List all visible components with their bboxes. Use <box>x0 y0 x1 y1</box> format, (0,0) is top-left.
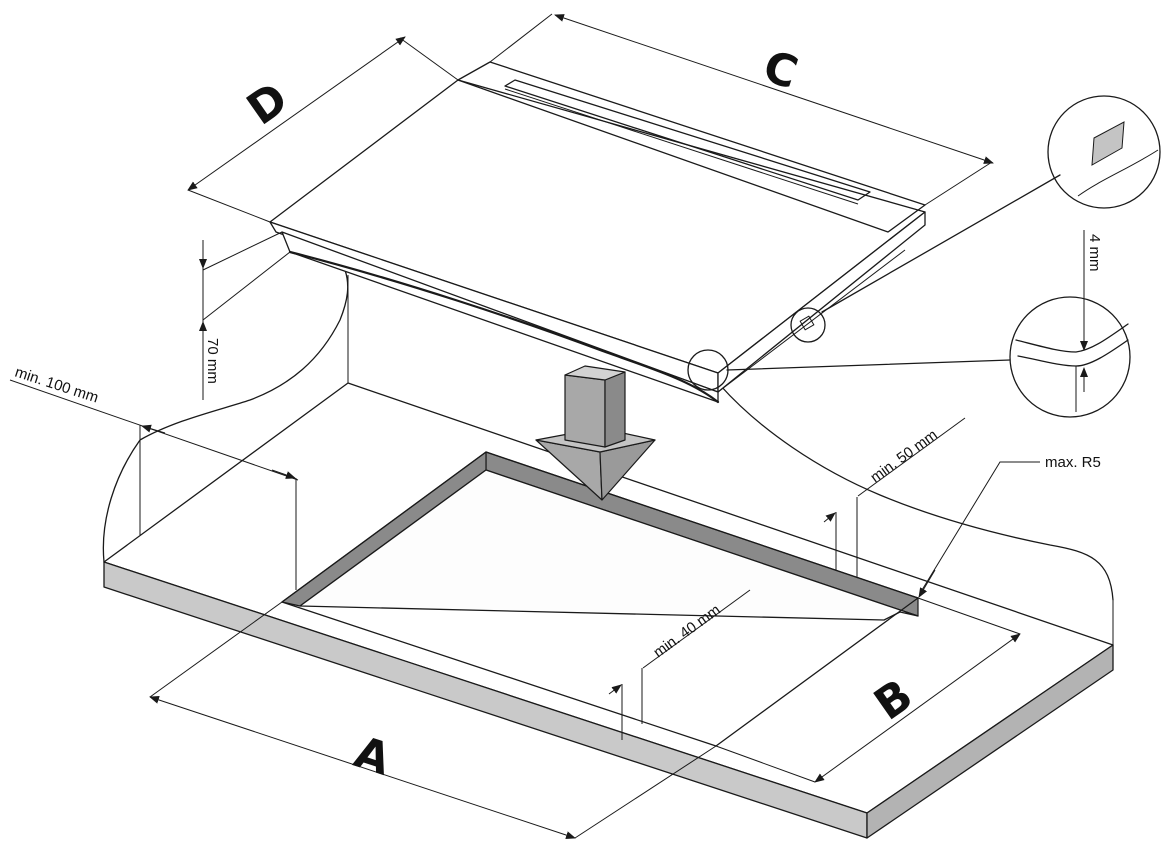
dimension-a-extension-2 <box>574 745 717 839</box>
arrow-shaft-side <box>604 371 626 448</box>
dimension-d-label: D <box>238 73 297 136</box>
dimension-c-extension-1 <box>489 13 553 63</box>
cutout <box>281 451 919 747</box>
height-label: 70 mm <box>204 338 221 384</box>
height-ref-top <box>202 231 283 271</box>
arrow-shaft-top <box>564 365 626 381</box>
corner-radius-callout: max. R5 <box>918 454 1101 598</box>
detail-circle-marker-source <box>790 307 826 343</box>
side-clearance-label: min. 50 mm <box>867 426 940 486</box>
worktop-cutaway-outline <box>102 269 1114 601</box>
dimension-c-line <box>554 14 994 164</box>
cutout-floor <box>299 469 919 621</box>
dimension-c-extension-2 <box>924 161 993 206</box>
rear-clearance-leader <box>642 589 751 669</box>
dimension-d-extension-1 <box>187 189 271 223</box>
dimension-a-line <box>149 696 576 839</box>
hob <box>269 61 926 404</box>
dimension-b-line <box>814 633 1021 783</box>
dimension-d-line <box>187 36 406 191</box>
dimension-b-extension-1 <box>917 597 1021 635</box>
hob-edge-marker <box>799 315 815 331</box>
height-ref-bottom <box>202 251 291 321</box>
dimension-d-extension-2 <box>399 37 459 81</box>
hob-glass-right-edge <box>717 211 926 393</box>
dimension-c-label: C <box>757 41 803 99</box>
side-clearance-leader <box>857 417 966 497</box>
detail-marker-edge <box>1077 149 1159 197</box>
thickness-label: 4 mm <box>1086 234 1103 272</box>
insertion-arrow <box>535 365 656 501</box>
detail-corner-callout: 4 mm <box>726 230 1131 418</box>
dimension-height: 70 mm <box>199 231 291 400</box>
dimension-b-extension-2 <box>715 745 816 783</box>
corner-radius-arrow <box>918 569 936 598</box>
detail-corner-circle <box>1009 296 1131 418</box>
corner-radius-leader <box>921 461 1040 591</box>
rear-clearance-arrow <box>608 684 622 695</box>
arrow-shaft-front <box>564 374 606 448</box>
corner-radius-label: max. R5 <box>1045 454 1101 471</box>
dimension-a-extension-1 <box>149 601 283 698</box>
detail-corner-bottom-edge <box>1017 339 1129 367</box>
detail-marker-callout <box>821 95 1161 313</box>
front-clearance-arrow-2 <box>271 469 296 479</box>
hob-glass-top <box>269 79 926 374</box>
detail-corner-top-edge <box>1015 323 1129 353</box>
front-clearance-arrow-1 <box>141 424 166 434</box>
detail-marker-circle <box>1047 95 1161 209</box>
side-clearance-arrow <box>823 512 836 523</box>
detail-corner-connector <box>726 359 1011 371</box>
detail-marker-square <box>1091 121 1125 166</box>
hob-housing-bottom-edge <box>288 250 720 404</box>
detail-marker-connector <box>821 174 1061 313</box>
